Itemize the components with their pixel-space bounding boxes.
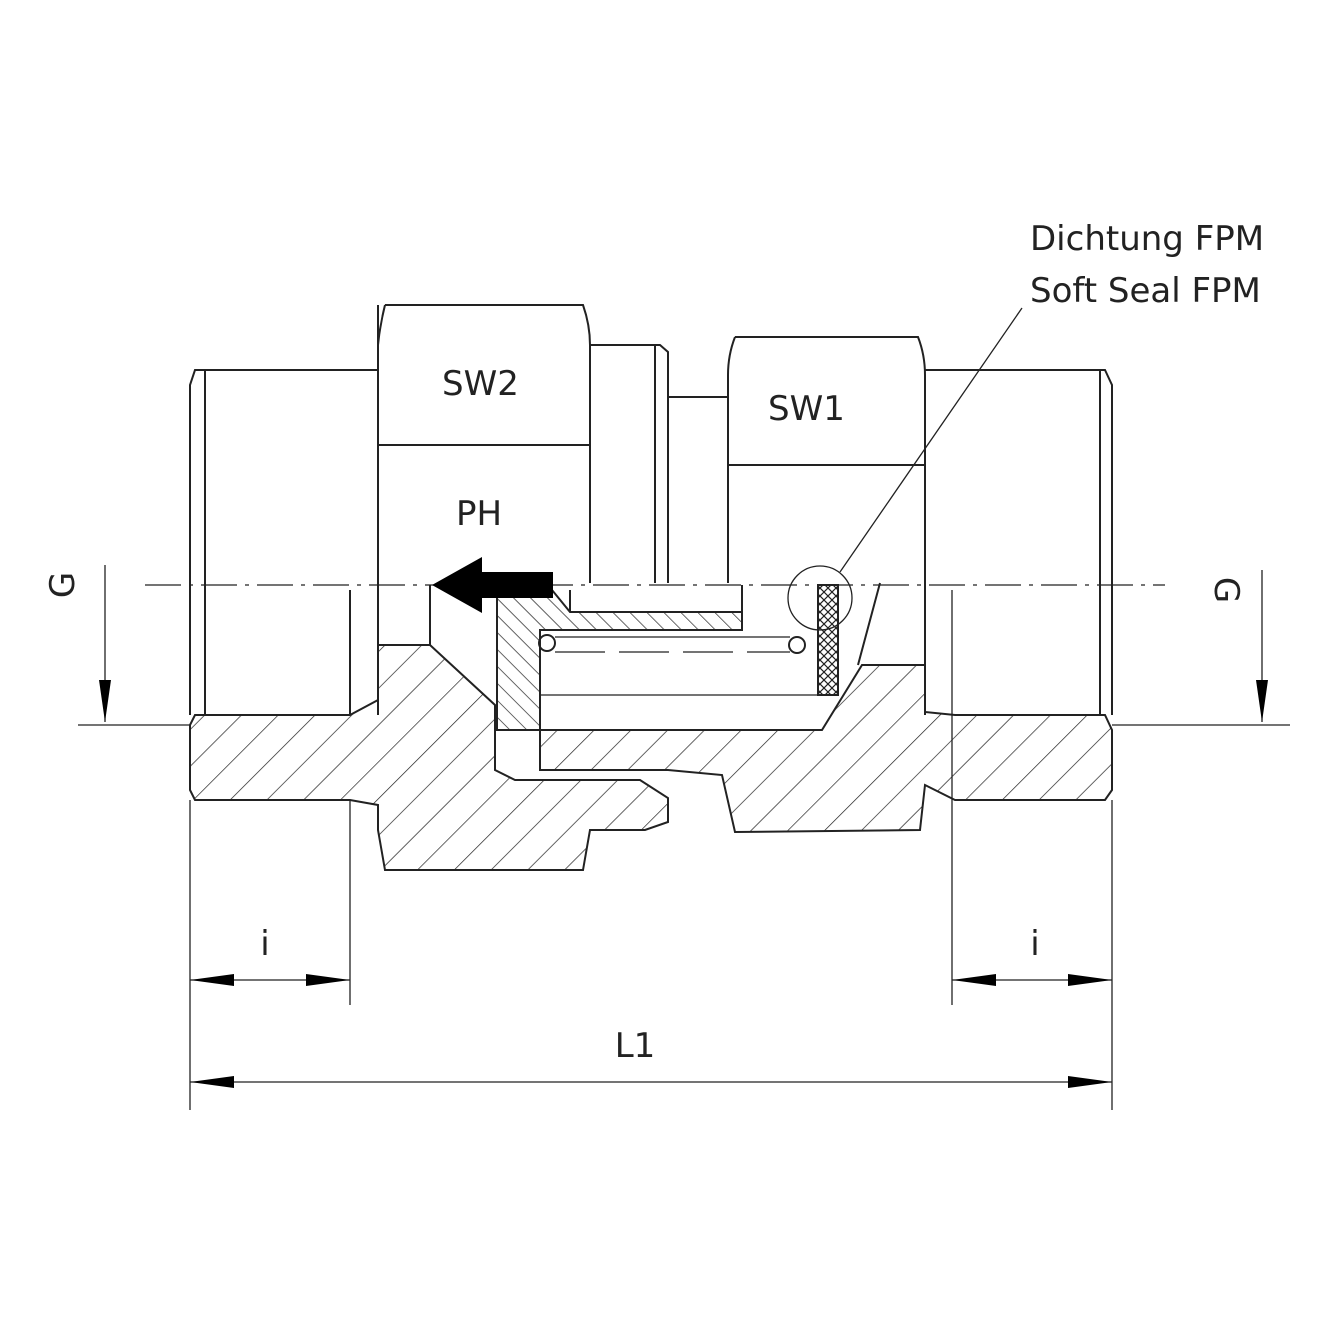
g-label-right: G: [1206, 577, 1246, 603]
l1-label: L1: [615, 1026, 656, 1066]
seal-label-de: Dichtung FPM: [1030, 219, 1264, 259]
i-dimension-right: i: [952, 924, 1112, 986]
right-body-section: [539, 664, 1113, 834]
piston-section: [496, 589, 743, 731]
left-body-section: [189, 644, 669, 871]
ph-label: PH: [456, 494, 502, 534]
flow-direction-arrow-icon: [432, 557, 553, 613]
g-dimension-right: G: [1112, 570, 1290, 726]
upper-outline: [189, 304, 1113, 715]
l1-dimension: L1: [190, 1026, 1112, 1088]
seal-label-en: Soft Seal FPM: [1030, 271, 1261, 311]
spring: [538, 634, 818, 696]
g-dimension-left: G: [43, 565, 190, 726]
i-dimension-left: i: [190, 924, 350, 986]
i-label-left: i: [260, 924, 269, 964]
soft-seal: [817, 584, 839, 696]
seal-detail-circle: [787, 565, 853, 631]
i-label-right: i: [1030, 924, 1039, 964]
g-label-left: G: [43, 572, 83, 598]
sw1-label: SW1: [768, 389, 845, 429]
seal-leader-line: [839, 307, 1023, 573]
sw2-label: SW2: [442, 364, 519, 404]
